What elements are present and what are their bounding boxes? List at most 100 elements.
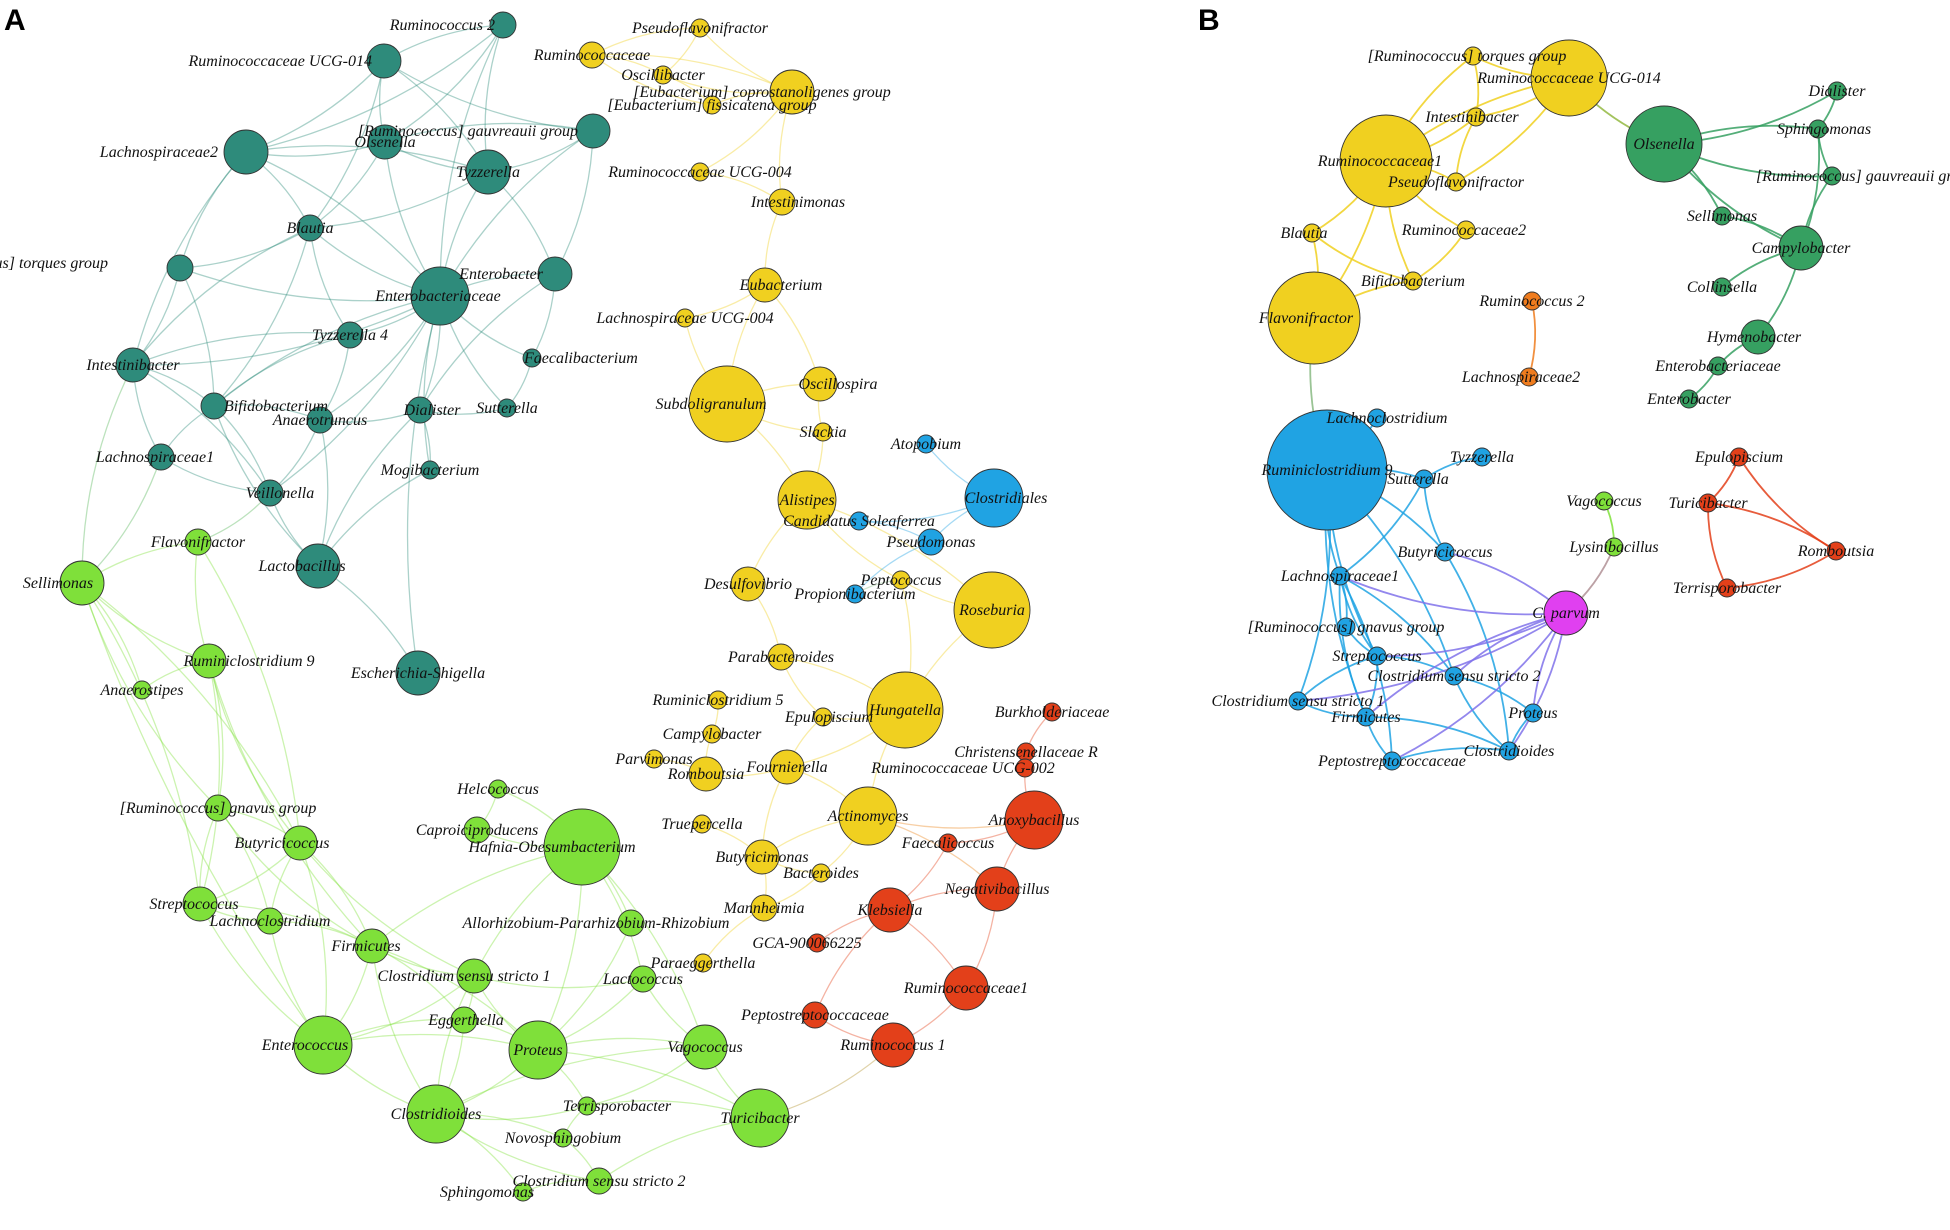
- panel-a-label-ruminococcaceae-ucg-014: Ruminococcaceae UCG-014: [188, 53, 373, 70]
- panel-a-node-sphingomonas: [513, 1182, 533, 1202]
- panel-a-edge-ruminococcus-2-to-enterobacteriaceae: [439, 24, 504, 297]
- panel-b-node-lachnospiraceae1: [1330, 566, 1350, 586]
- panel-a-node-hafnia-obesumbacterium: [543, 808, 621, 886]
- panel-b-node-ruminococcaceae-ucg-014: [1530, 39, 1608, 117]
- panel-a-node-parvimonas: [644, 749, 664, 769]
- panel-a-label-anoxybacillus: Anoxybacillus: [988, 812, 1080, 829]
- panel-b-node-sphingomonas: [1808, 119, 1828, 139]
- panel-a-label-paraeggerthella: Paraeggerthella: [650, 955, 756, 972]
- panel-a-nodes: [59, 11, 1064, 1202]
- panel-a-node-firmicutes: [354, 928, 390, 964]
- panel-a-label-caproiciproducens: Caproiciproducens: [416, 822, 538, 839]
- panel-b-edge-clostridium-sensu-stricto-2-to-clostridioides: [1453, 675, 1510, 752]
- panel-b-label-collinsella: Collinsella: [1687, 279, 1757, 296]
- panel-a-label-enterococcus: Enterococcus: [261, 1037, 348, 1054]
- panel-b-node-hymenobacter: [1740, 319, 1776, 355]
- panel-a-node-epulopiscium: [813, 707, 833, 727]
- panel-a-label-ruminococcaceae: Ruminococcaceae: [533, 47, 650, 64]
- panel-a-node-ruminococcaceae-ucg-014: [366, 43, 402, 79]
- panel-a-node-atopobium: [916, 434, 936, 454]
- panel-a-node-mannheimia: [750, 894, 778, 922]
- panel-a-node-lactobacillus: [295, 543, 341, 589]
- panel-b-node-collinsella: [1712, 277, 1732, 297]
- panel-a-node-ruminococcaceae-ucg-004: [690, 162, 710, 182]
- panel-a-node-romboutsia: [688, 756, 724, 792]
- panel-b-node-proteus: [1523, 703, 1543, 723]
- panel-b-label-campylobacter: Campylobacter: [1752, 240, 1851, 257]
- panel-a-label-ruminococcus-gnavus-group: [Ruminococcus] gnavus group: [120, 800, 317, 817]
- panel-a-node-ruminococcus-gnavus-group: [204, 794, 232, 822]
- panel-b-node-lachnoclostridium: [1367, 408, 1387, 428]
- panel-a-edge-sellimonas-to-enterococcus: [81, 582, 324, 1046]
- panel-b-node-clostridium-sensu-stricto-2: [1444, 666, 1464, 686]
- panel-a-node-tyzzerella-4: [336, 321, 364, 349]
- panel-a-label-dialister: Dialister: [403, 402, 462, 419]
- panel-a-label-eubacterium: Eubacterium: [739, 277, 823, 294]
- panel-a-node-dialister: [406, 396, 434, 424]
- panel-a-label-helcococcus: Helcococcus: [456, 781, 539, 798]
- panel-b-label-sellimonas: Sellimonas: [1687, 208, 1757, 225]
- panel-a-edge-ruminococcaceae-to-eubacterium-fissicatena-group: [591, 54, 713, 106]
- panel-a-node-truepercella: [692, 814, 712, 834]
- panel-a-node-caproiciproducens: [463, 816, 491, 844]
- panel-a-node-clostridiales: [964, 468, 1024, 528]
- panel-b-edge-c-parvum-to-firmicutes: [1365, 612, 1567, 718]
- panel-a-label-lachnospiraceae2: Lachnospiraceae2: [99, 144, 218, 161]
- panel-b-node-sellimonas: [1712, 206, 1732, 226]
- panel-a-node-tyzzerella: [465, 149, 511, 195]
- panel-a-node-sellimonas: [59, 560, 105, 606]
- panel-a-edge-enterobacteriaceae-to-bifidobacterium: [213, 295, 441, 407]
- panel-b-node-ruminococcus-2: [1522, 291, 1542, 311]
- panel-b-label-ruminococcus-gnavus-group: [Ruminococcus] gnavus group: [1248, 619, 1445, 636]
- panel-a-edge-ruminococcus-2-to-olsenella: [384, 24, 504, 143]
- panel-b-label-sutterella: Sutterella: [1387, 471, 1449, 488]
- panel-b-label-sphingomonas: Sphingomonas: [1777, 121, 1871, 138]
- panel-a-node-intestinimonas: [768, 188, 796, 216]
- panel-a-label-flavonifractor: Flavonifractor: [150, 534, 246, 551]
- panel-b-node-olsenella: [1625, 105, 1703, 183]
- panel-a-label-intestinimonas: Intestinimonas: [750, 194, 845, 211]
- panel-a-node-mogibacterium: [420, 460, 440, 480]
- panel-a-label-escherichia-shigella: Escherichia-Shigella: [350, 665, 485, 682]
- panel-a-label-slackia: Slackia: [799, 424, 846, 441]
- panel-a-edge-ruminococcaceae-ucg-014-to-ruminococcus-gauvreauii-group: [383, 60, 594, 132]
- panel-b-node-ruminococcus-gnavus-group: [1336, 617, 1356, 637]
- panel-a-label-peptococcus: Peptococcus: [860, 572, 942, 589]
- panel-a-label-fournierella: Fournierella: [745, 759, 827, 776]
- panel-a-edge-ruminococcaceae-ucg-014-to-tyzzerella: [383, 60, 489, 173]
- panel-a-edge-lachnospiraceae2-to-enterobacteriaceae: [245, 151, 441, 297]
- panel-a-edge-ruminiclostridium-9-to-firmicutes: [208, 660, 373, 947]
- panel-a-label-lactobacillus: Lactobacillus: [257, 558, 345, 575]
- panel-a-node-ruminococcus-2: [489, 11, 517, 39]
- panel-a-label-proteus: Proteus: [512, 1042, 562, 1059]
- panel-a-node-eubacterium-coprostanoligenes-group: [769, 69, 815, 115]
- panel-b-node-sutterella: [1414, 469, 1434, 489]
- panel-b-label-lysinibacillus: Lysinibacillus: [1568, 539, 1658, 556]
- panel-b-node-ruminiclostridium-9: [1266, 409, 1388, 531]
- panel-b-label-romboutsia: Romboutsia: [1797, 543, 1874, 560]
- panel-a-label-clostridium-sensu-stricto-1: Clostridium sensu stricto 1: [378, 968, 551, 985]
- panel-a-node-eubacterium: [747, 267, 783, 303]
- panel-a-node-lachnospiraceae2: [223, 129, 269, 175]
- panel-a-node-ruminococcaceae1: [943, 965, 989, 1011]
- panel-a-edge-tyzzerella-4-to-intestinibacter: [132, 332, 351, 366]
- panel-a-node-clostridium-sensu-stricto-1: [456, 958, 492, 994]
- panel-b-label-intestinibacter: Intestinibacter: [1424, 109, 1519, 126]
- panel-a-label-enterobacter: Enterobacter: [458, 266, 544, 283]
- panel-a-node-oscillibacter: [653, 65, 673, 85]
- panel-b-node-romboutsia: [1826, 541, 1846, 561]
- panel-b-node-butyricicoccus: [1435, 542, 1455, 562]
- panel-a-label-lachnospiraceae1: Lachnospiraceae1: [95, 449, 214, 466]
- panel-b-node-campylobacter: [1778, 225, 1824, 271]
- panel-b-edge-c-parvum-to-lachnospiraceae1: [1339, 575, 1567, 616]
- panel-b-label-hymenobacter: Hymenobacter: [1706, 329, 1802, 346]
- panel-b-label-streptococcus: Streptococcus: [1332, 648, 1421, 665]
- panel-a-label-peptostreptococcaceae: Peptostreptococcaceae: [740, 1007, 889, 1024]
- panel-b-label-ruminococcus-gauvreauii-group: [Ruminococcus] gauvreauii group: [1756, 168, 1950, 185]
- panel-a-edge-proteus-to-turicibacter: [537, 1049, 761, 1119]
- panel-b-labels: [Ruminococcus] torques groupRuminococcac…: [1212, 48, 1950, 770]
- panel-a-label-oscillospira: Oscillospira: [798, 376, 877, 393]
- panel-a-edge-olsenella-to-ruminococcus-gauvreauii-group: [384, 122, 594, 143]
- panel-b-node-flavonifractor: [1267, 271, 1361, 365]
